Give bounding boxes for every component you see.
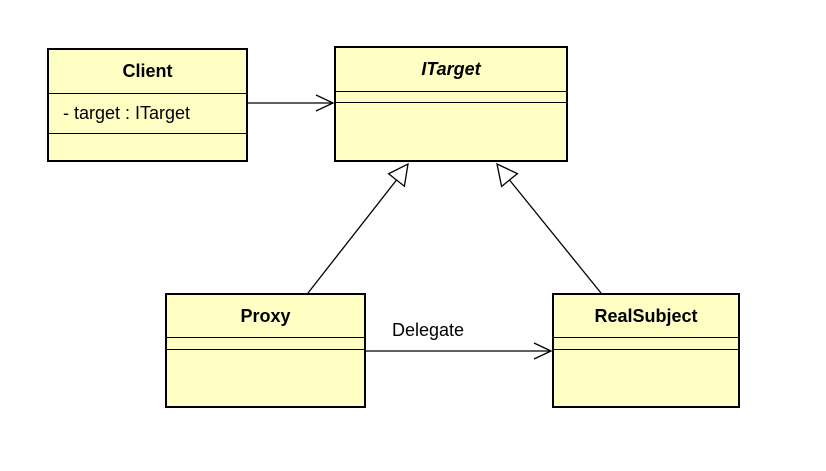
class-proxy-attributes [167,338,364,350]
delegate-label: Delegate [392,320,464,340]
class-realsubject[interactable]: RealSubject [552,293,740,408]
class-client[interactable]: Client - target : ITarget [47,48,248,162]
generalization-realsubject-itarget[interactable] [496,162,602,294]
association-client-itarget[interactable] [248,94,335,112]
class-client-attribute-target: - target : ITarget [49,94,246,134]
class-itarget-attributes [336,92,566,103]
class-realsubject-attributes [554,338,738,350]
class-proxy-name: Proxy [167,295,364,338]
class-client-name: Client [49,50,246,94]
generalization-proxy-itarget[interactable] [307,162,409,294]
delegate-proxy-realsubject[interactable] [366,342,553,360]
class-itarget[interactable]: ITarget [334,46,568,162]
class-itarget-name: ITarget [336,48,566,92]
class-realsubject-name: RealSubject [554,295,738,338]
class-proxy[interactable]: Proxy [165,293,366,408]
